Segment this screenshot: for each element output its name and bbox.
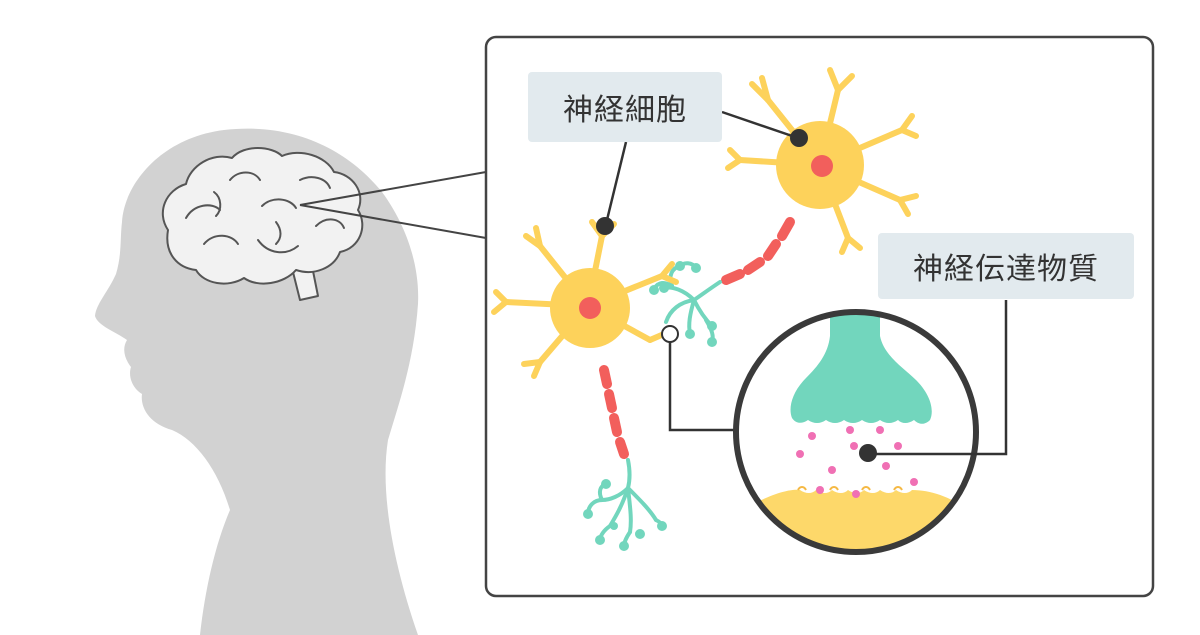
neuron-pointers (596, 110, 808, 235)
brain-icon (161, 147, 364, 301)
zoom-lines (299, 171, 487, 239)
synapse-leader (668, 342, 740, 432)
nucleus-2 (811, 155, 833, 177)
transmitter-pointer (859, 300, 1008, 462)
nucleus-1 (579, 297, 601, 319)
neuron-label: 神経細胞 (528, 72, 722, 142)
synapse-marker (661, 325, 679, 343)
neurotransmitter-label: 神経伝達物質 (878, 233, 1134, 299)
synapse-zoom (733, 309, 979, 555)
